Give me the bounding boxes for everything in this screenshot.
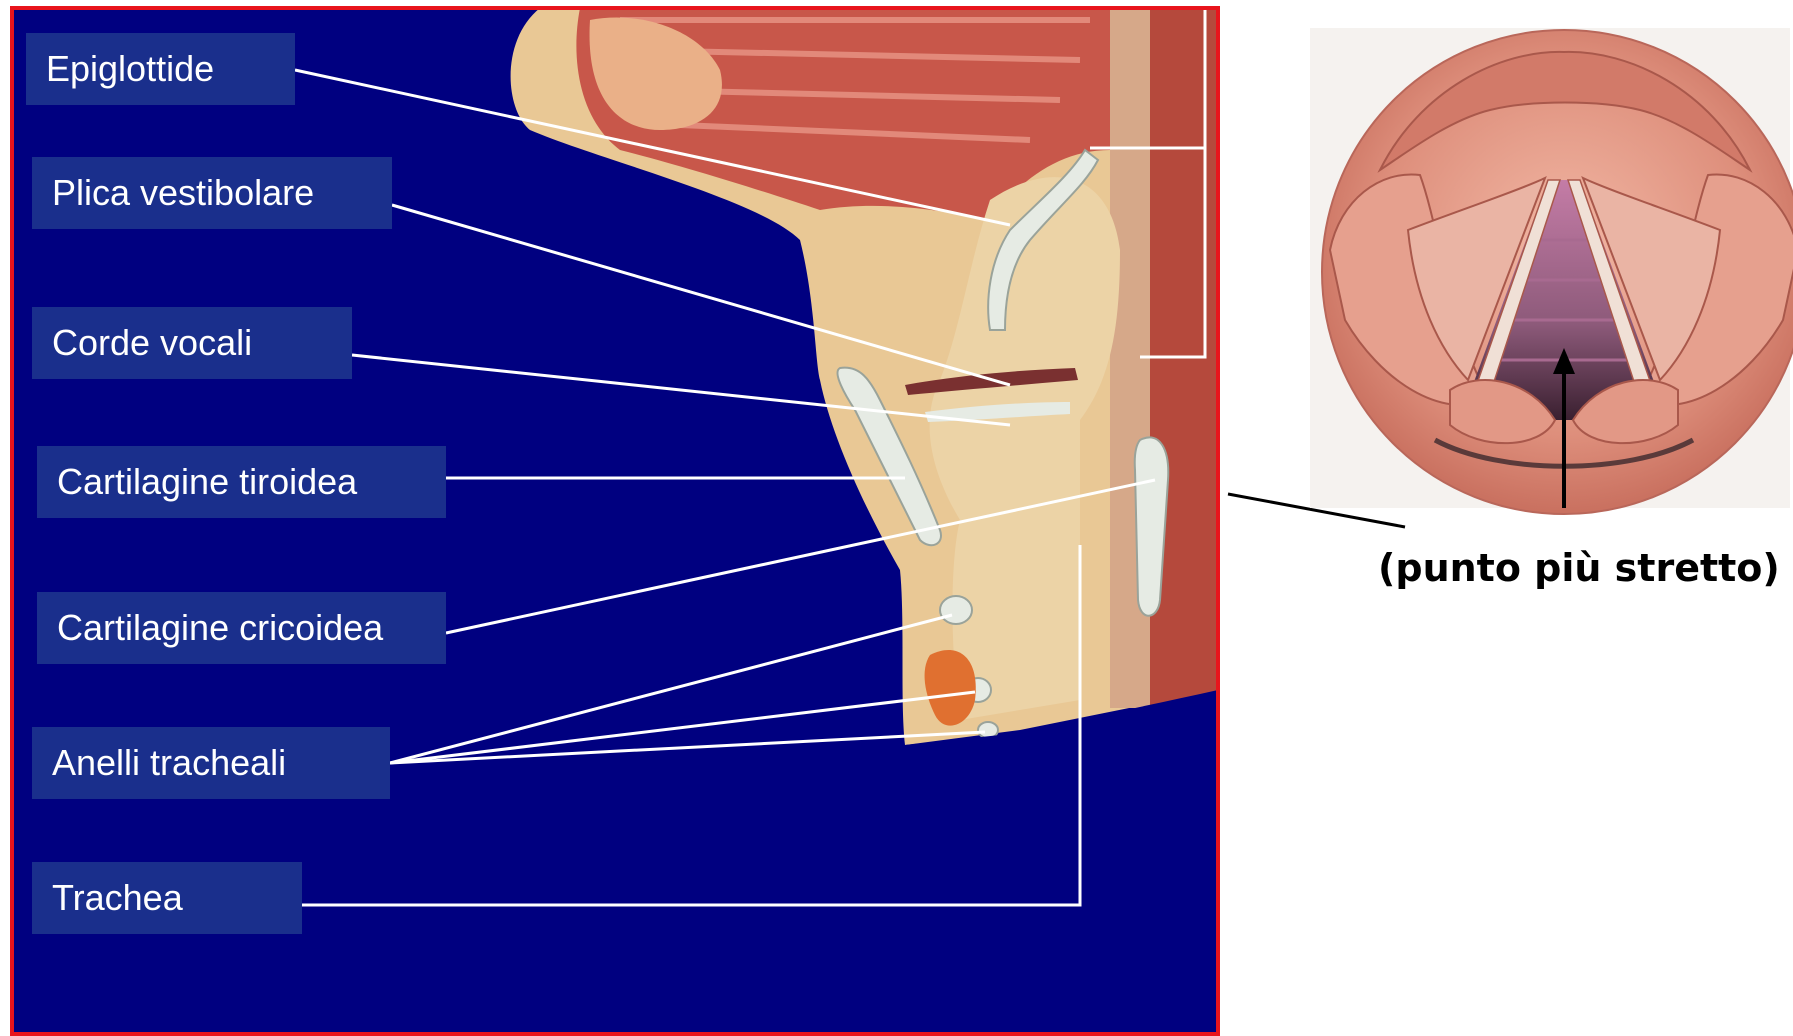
label-plica-vestibolare: Plica vestibolare [32,157,392,229]
caption-narrowest-point: (punto più stretto) [1378,540,1793,596]
label-corde-vocali: Corde vocali [32,307,352,379]
laryngoscopic-view [1310,28,1793,514]
tracheal-ring-1 [940,596,972,624]
label-cartilagine-tiroidea: Cartilagine tiroidea [37,446,446,518]
label-cartilagine-cricoidea: Cartilagine cricoidea [37,592,446,664]
label-trachea: Trachea [32,862,302,934]
label-anelli-tracheali: Anelli tracheali [32,727,390,799]
label-epiglottide: Epiglottide [26,33,295,105]
